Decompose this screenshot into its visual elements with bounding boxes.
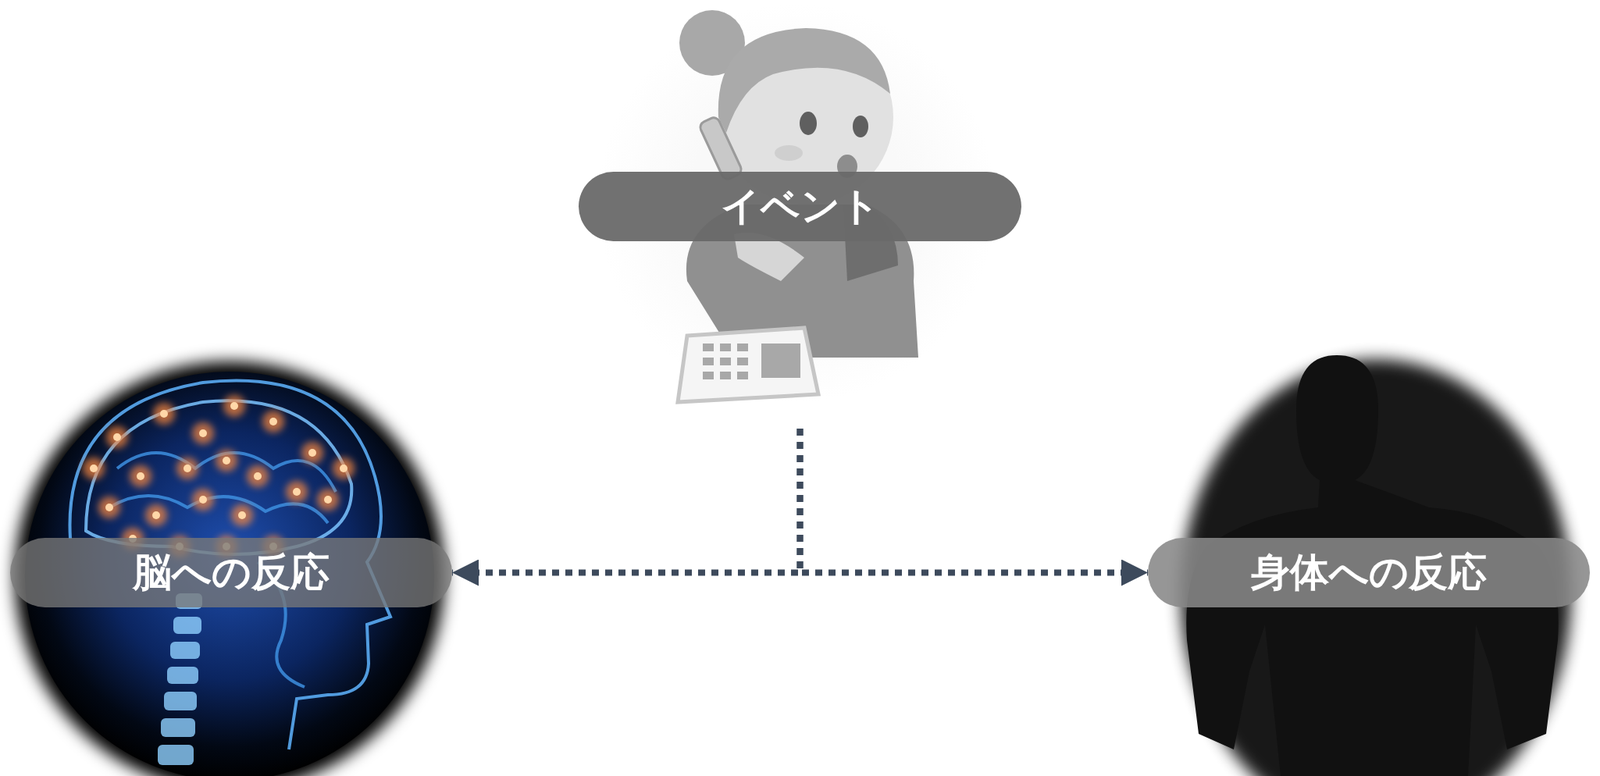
node-label: 脳への反応 (132, 546, 330, 599)
glow-dot (223, 395, 246, 417)
glow-dot (332, 457, 355, 480)
glow-dot (285, 481, 308, 503)
brain-reaction-pill: 脳への反応 (10, 538, 453, 608)
glow-dot (231, 504, 254, 527)
glow-dot (192, 422, 214, 445)
glow-dot (317, 488, 339, 511)
pill-label: イベント (578, 171, 1022, 242)
body-reaction-pill: 身体への反応 (1147, 538, 1590, 608)
glow-dot (98, 496, 121, 519)
glow-dot (145, 504, 168, 527)
dotted-connector (800, 428, 1149, 574)
glow-dot (129, 465, 152, 488)
event-node: イベント (578, 0, 1022, 414)
node-label: イベント (720, 180, 881, 233)
dotted-connector (452, 428, 801, 574)
glow-dot (176, 457, 199, 480)
glow-dot (82, 457, 105, 480)
glow-dot (246, 465, 269, 488)
glow-dot (301, 441, 324, 464)
glow-dot (262, 410, 285, 433)
node-label: 身体への反応 (1250, 546, 1487, 599)
glow-dot (153, 402, 175, 425)
glow-dot (106, 426, 129, 449)
pill-label: 脳への反応 (10, 538, 453, 608)
glow-dot (215, 449, 238, 472)
glow-dot (192, 488, 214, 511)
pill-label: 身体への反応 (1147, 538, 1590, 608)
